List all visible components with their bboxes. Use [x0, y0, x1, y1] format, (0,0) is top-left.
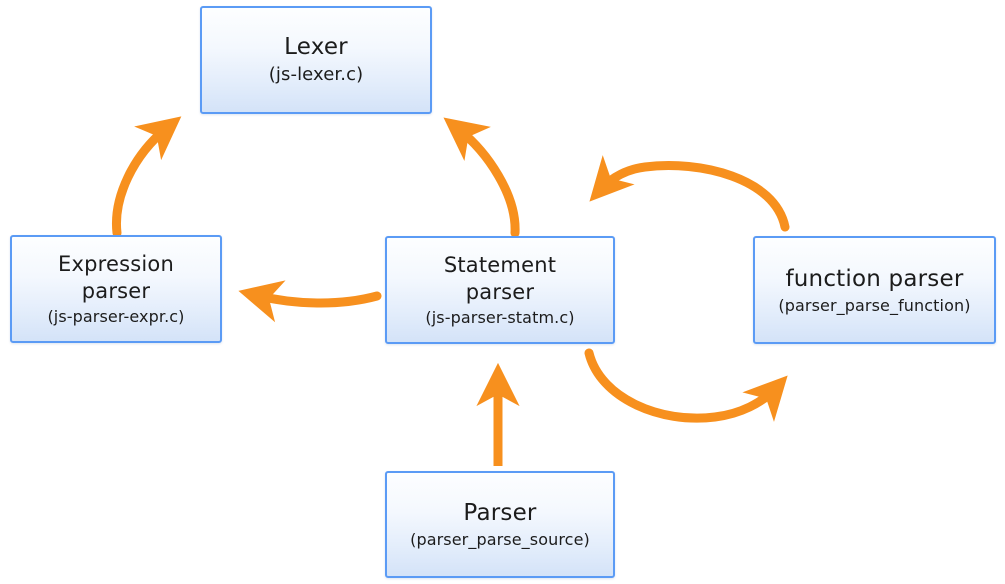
node-parser[interactable]: Parser (parser_parse_source): [385, 471, 615, 578]
node-lexer-title: Lexer: [284, 34, 348, 60]
edge-statement-parser-to-function-parser: [584, 348, 788, 423]
edge-expression-parser-to-lexer: [112, 116, 182, 238]
node-lexer[interactable]: Lexer (js-lexer.c): [200, 6, 432, 114]
node-statement-parser-title: Statement parser: [443, 253, 557, 304]
edge-statement-parser-to-expression-parser: [238, 280, 382, 323]
edge-statement-parser-to-lexer: [443, 117, 520, 238]
node-statement-parser-subtitle: (js-parser-statm.c): [425, 308, 575, 327]
node-expression-parser[interactable]: Expression parser (js-parser-expr.c): [10, 235, 222, 343]
node-expression-parser-title: Expression parser: [58, 252, 174, 303]
node-lexer-subtitle: (js-lexer.c): [268, 64, 364, 85]
node-expression-parser-subtitle: (js-parser-expr.c): [47, 307, 185, 326]
node-parser-title: Parser: [463, 500, 537, 526]
edge-function-parser-to-statement-parser: [589, 155, 790, 232]
node-function-parser-subtitle: (parser_parse_function): [778, 295, 971, 315]
node-function-parser-title: function parser: [785, 265, 964, 292]
node-function-parser[interactable]: function parser (parser_parse_function): [753, 236, 996, 344]
node-parser-subtitle: (parser_parse_source): [410, 530, 590, 549]
node-statement-parser[interactable]: Statement parser (js-parser-statm.c): [385, 236, 615, 344]
